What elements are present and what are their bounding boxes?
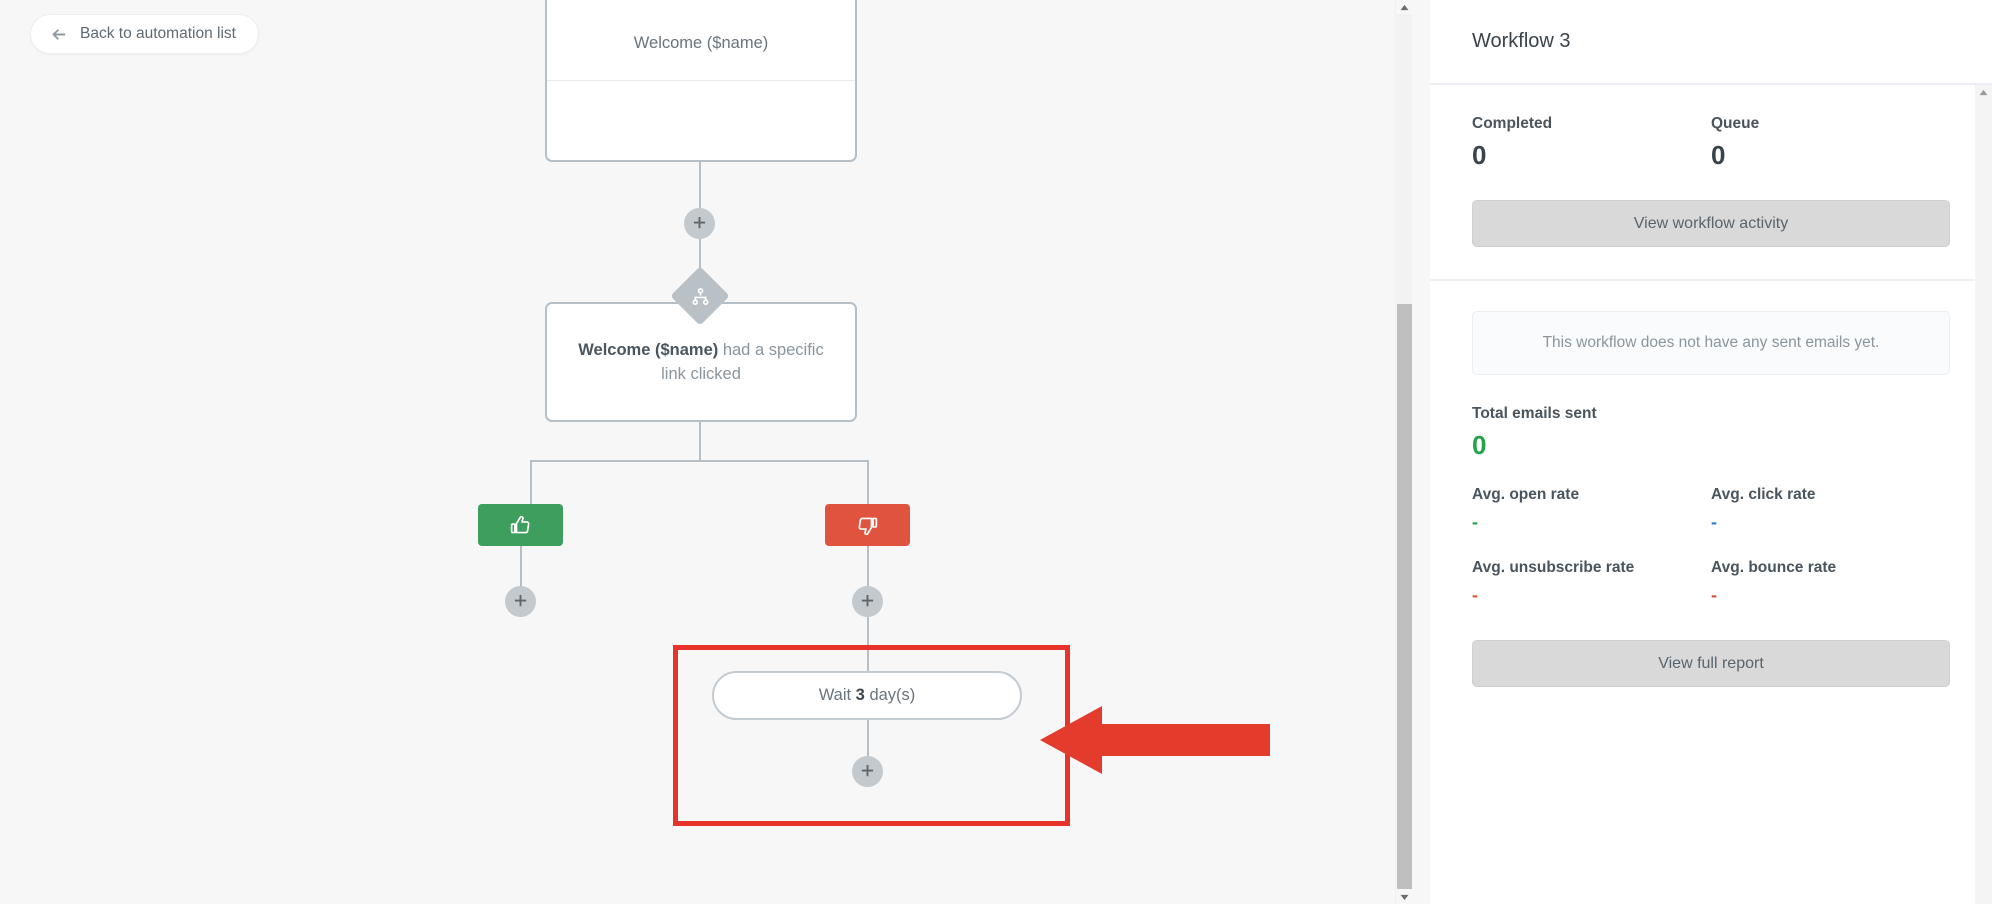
- view-workflow-activity-button[interactable]: View workflow activity: [1472, 200, 1950, 247]
- connector-line: [699, 162, 701, 212]
- plus-icon: [861, 594, 874, 607]
- open-rate-value: -: [1472, 512, 1478, 532]
- connector-line: [530, 460, 532, 528]
- scrollbar-thumb[interactable]: [1397, 304, 1412, 889]
- thumbs-down-icon: [858, 517, 878, 535]
- branch-no-button[interactable]: [825, 504, 910, 546]
- plus-icon: [693, 216, 706, 229]
- panel-body: Completed 0 Queue 0 View workflow activi…: [1430, 85, 1992, 904]
- condition-bold-text: Welcome ($name): [578, 340, 719, 359]
- wait-prefix: Wait: [818, 686, 856, 704]
- unsubscribe-rate-value: -: [1472, 585, 1478, 605]
- wait-suffix: day(s): [864, 686, 916, 704]
- page-title: Workflow 3: [1472, 30, 1571, 52]
- wait-step-label: Wait 3 day(s): [819, 686, 916, 705]
- canvas-vertical-scrollbar[interactable]: [1395, 0, 1412, 904]
- rates-row-2: Avg. unsubscribe rate - Avg. bounce rate…: [1472, 559, 1950, 604]
- panel-header: Workflow 3: [1430, 0, 1992, 83]
- rates-row-1: Avg. open rate - Avg. click rate -: [1472, 486, 1950, 531]
- email-node-label: Welcome ($name): [633, 34, 769, 52]
- empty-state-notice: This workflow does not have any sent ema…: [1472, 311, 1950, 375]
- condition-rest-text: had a specific link clicked: [661, 340, 824, 383]
- email-node[interactable]: Welcome ($name): [545, 0, 857, 162]
- overview-section: Completed 0 Queue 0 View workflow activi…: [1430, 85, 1992, 247]
- bounce-rate-value: -: [1711, 585, 1717, 605]
- queue-value: 0: [1711, 140, 1726, 170]
- view-full-report-button[interactable]: View full report: [1472, 640, 1950, 687]
- plus-icon: [514, 594, 527, 607]
- queue-stat: Queue 0: [1711, 115, 1950, 168]
- unsubscribe-rate-stat: Avg. unsubscribe rate -: [1472, 559, 1711, 604]
- branch-yes-button[interactable]: [478, 504, 563, 546]
- add-step-button-after-wait[interactable]: [852, 756, 883, 787]
- thumbs-up-icon: [510, 515, 530, 533]
- condition-node[interactable]: Welcome ($name) had a specific link clic…: [545, 302, 857, 422]
- queue-label: Queue: [1711, 115, 1760, 132]
- divider: [1430, 279, 1992, 281]
- total-emails-stat: Total emails sent 0: [1472, 405, 1950, 458]
- add-step-button-1[interactable]: [684, 208, 715, 239]
- bounce-rate-label: Avg. bounce rate: [1711, 559, 1837, 576]
- divider: [1430, 83, 1992, 85]
- add-step-button-yes[interactable]: [505, 586, 536, 617]
- condition-node-label: Welcome ($name) had a specific link clic…: [547, 338, 855, 387]
- open-rate-label: Avg. open rate: [1472, 486, 1580, 503]
- scrollbar-track[interactable]: [1397, 14, 1412, 304]
- bounce-rate-stat: Avg. bounce rate -: [1711, 559, 1950, 604]
- click-rate-label: Avg. click rate: [1711, 486, 1816, 503]
- completed-value: 0: [1472, 140, 1487, 170]
- connector-line: [867, 546, 869, 590]
- connector-line: [520, 546, 522, 590]
- overview-stats-row: Completed 0 Queue 0: [1472, 115, 1950, 168]
- wait-value: 3: [855, 686, 865, 704]
- node-divider: [547, 80, 855, 81]
- workflow-canvas[interactable]: Back to automation list Welcome ($name): [0, 0, 1412, 904]
- click-rate-value: -: [1711, 512, 1717, 532]
- arrow-left-icon: [49, 25, 68, 44]
- connector-line: [699, 422, 701, 462]
- panel-vertical-scrollbar[interactable]: [1975, 85, 1992, 904]
- back-to-automation-list-button[interactable]: Back to automation list: [30, 14, 259, 54]
- connector-line: [699, 239, 701, 281]
- annotation-arrow-icon: [1040, 704, 1270, 776]
- report-section: This workflow does not have any sent ema…: [1430, 281, 1992, 687]
- workflow-details-panel: Workflow 3 Completed 0 Queue 0 View wor: [1430, 0, 1992, 904]
- total-emails-label: Total emails sent: [1472, 405, 1597, 422]
- total-emails-value: 0: [1472, 430, 1487, 460]
- connector-line: [867, 460, 869, 528]
- connector-line: [867, 720, 869, 760]
- scroll-down-arrow-icon[interactable]: [1397, 890, 1412, 904]
- add-step-button-no[interactable]: [852, 586, 883, 617]
- connector-line: [530, 460, 869, 462]
- connector-line: [867, 617, 869, 673]
- scroll-up-arrow-icon[interactable]: [1976, 85, 1991, 99]
- open-rate-stat: Avg. open rate -: [1472, 486, 1711, 531]
- click-rate-stat: Avg. click rate -: [1711, 486, 1950, 531]
- unsubscribe-rate-label: Avg. unsubscribe rate: [1472, 559, 1635, 576]
- back-button-label: Back to automation list: [80, 25, 236, 42]
- scroll-up-arrow-icon[interactable]: [1397, 0, 1412, 14]
- completed-stat: Completed 0: [1472, 115, 1711, 168]
- completed-label: Completed: [1472, 115, 1553, 132]
- plus-icon: [861, 764, 874, 777]
- wait-step-node[interactable]: Wait 3 day(s): [712, 671, 1022, 720]
